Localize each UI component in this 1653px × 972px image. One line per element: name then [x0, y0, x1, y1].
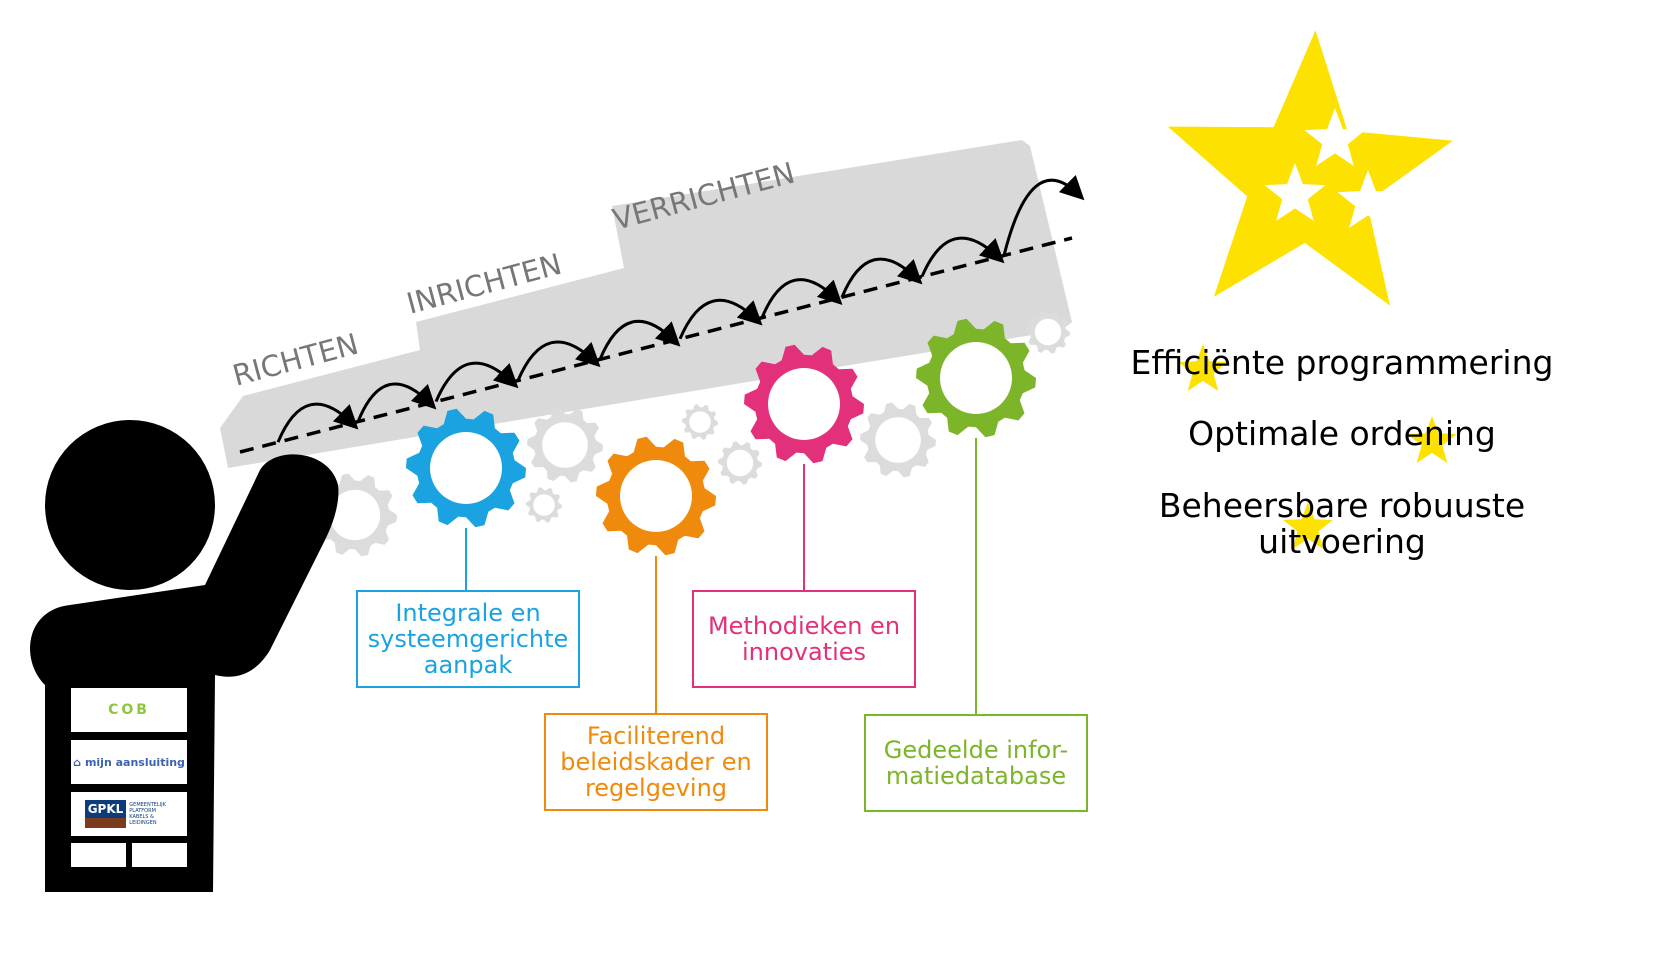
pillar-label: Gedeelde infor-matiedatabase — [883, 736, 1069, 790]
arrow-arc — [678, 299, 763, 340]
arrow-arc — [598, 319, 681, 360]
gray-gear — [526, 487, 562, 523]
pillar-label: Methodieken en innovaties — [707, 612, 901, 666]
arrow-arc — [516, 340, 601, 382]
pillar-gear — [744, 344, 864, 464]
small-star-icon — [1407, 416, 1457, 463]
goal-efficiente-programmering: Efficiënte programmering — [1130, 343, 1554, 382]
pillar-gears — [406, 318, 1036, 556]
gpkl-mark: GPKL — [84, 800, 127, 828]
arrow-arc — [840, 257, 923, 298]
small-star-icon — [1178, 344, 1228, 391]
white-star-icon — [1337, 170, 1399, 228]
arrow-arc — [920, 236, 1005, 278]
arrow-arc — [434, 361, 519, 403]
cob-logo-text: COB — [108, 702, 150, 718]
process-arrows — [276, 174, 1085, 443]
gray-gear — [1026, 310, 1070, 354]
background-gears — [313, 310, 1070, 557]
pillar-box-methodieken: Methodieken en innovaties — [692, 590, 916, 688]
goal-stars — [1167, 30, 1457, 549]
pillar-gear — [406, 408, 526, 528]
white-star-icon — [1264, 163, 1326, 221]
blank-slot-2 — [132, 843, 187, 867]
pillar-label: Integrale en systeemgerichte aanpak — [367, 599, 569, 679]
goal-optimale-ordening: Optimale ordening — [1188, 414, 1496, 453]
person-head — [45, 420, 215, 590]
small-star-icon — [1283, 502, 1333, 549]
pillar-gear — [916, 318, 1036, 438]
blank-slot-1 — [71, 843, 126, 867]
mijn-aansluiting-text: mijn aansluiting — [84, 755, 185, 769]
logo-gpkl: GPKL GEMEENTELIJK PLATFORM KABELS & LEID… — [71, 792, 187, 836]
gray-gear — [527, 407, 603, 483]
pillar-gear — [596, 436, 716, 556]
arrow-arc — [760, 278, 843, 319]
arrow-arc — [1002, 174, 1085, 256]
gray-gear — [718, 441, 762, 485]
gray-gear — [682, 404, 718, 440]
pillar-box-integrale: Integrale en systeemgerichte aanpak — [356, 590, 580, 688]
pillar-label: Faciliterend beleidskader en regelgeving — [560, 722, 752, 802]
goal-robuuste-uitvoering: Beheersbare robuuste uitvoering — [1158, 486, 1526, 561]
white-star-icon — [1304, 108, 1366, 166]
logo-mijn-aansluiting: ⌂ mijn aansluiting — [71, 740, 187, 784]
gpkl-subtitle: GEMEENTELIJK PLATFORM KABELS & LEIDINGEN — [129, 802, 166, 826]
process-timeline — [239, 236, 1073, 454]
pillar-box-faciliterend: Faciliterend beleidskader en regelgeving — [544, 713, 768, 811]
pillar-box-database: Gedeelde infor-matiedatabase — [864, 714, 1088, 812]
big-star-icon — [1167, 30, 1453, 306]
gray-gear — [860, 402, 936, 478]
house-dots-icon: ⌂ — [73, 755, 81, 769]
arrow-arc — [356, 382, 437, 423]
arrow-arc — [276, 402, 359, 443]
logo-cob: COB — [71, 688, 187, 732]
